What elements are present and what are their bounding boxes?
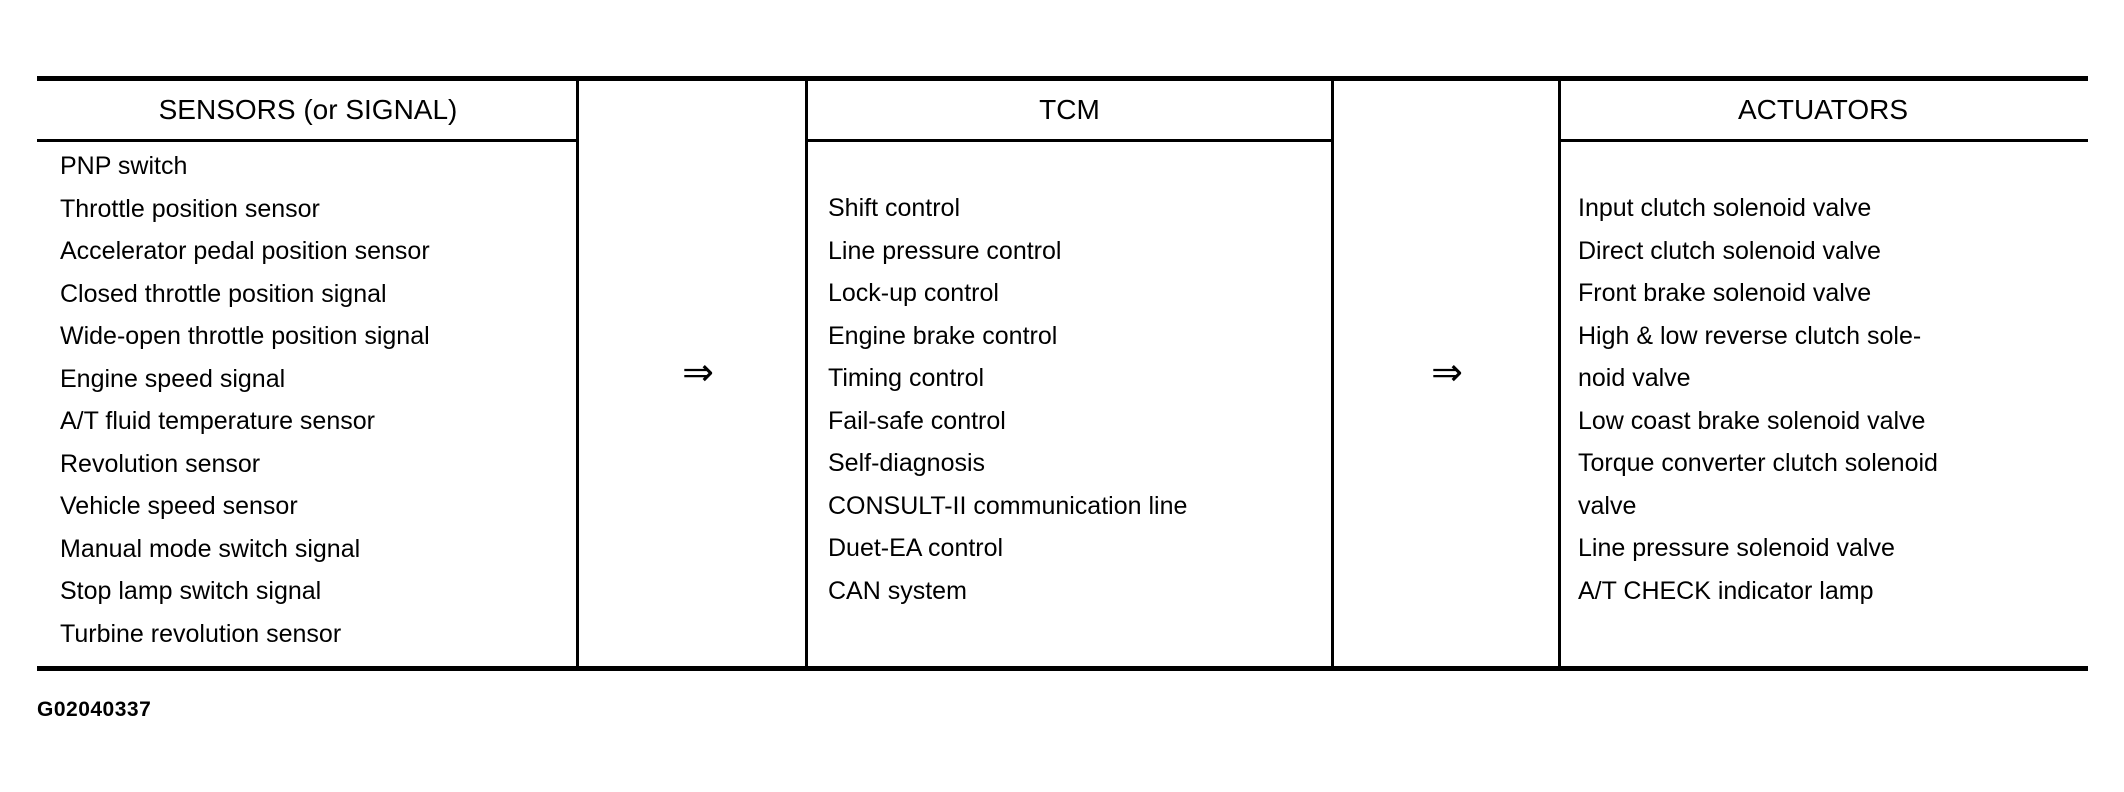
divider-actuators-left	[1558, 76, 1561, 671]
divider-tcm-right	[1331, 76, 1334, 671]
sensors-header-separator	[37, 139, 579, 142]
sensor-item: PNP switch	[60, 152, 188, 180]
tcm-item: Timing control	[828, 364, 985, 392]
table-bottom-border	[37, 666, 2088, 671]
actuator-item: Low coast brake solenoid valve	[1578, 406, 1926, 435]
tcm-item: Lock-up control	[828, 279, 999, 307]
actuator-item: valve	[1578, 491, 1637, 520]
sensor-item: Wide-open throttle position signal	[60, 322, 430, 350]
figure-id-label: G02040337	[37, 698, 152, 721]
tcm-to-actuators-arrow-icon: ⇒	[1431, 350, 1463, 394]
actuators-column-header: ACTUATORS	[1737, 94, 1909, 125]
tcm-item: Duet-EA control	[828, 534, 1004, 562]
actuator-item: High & low reverse clutch sole-	[1578, 321, 1922, 350]
actuator-item: A/T CHECK indicator lamp	[1578, 576, 1874, 605]
tcm-item: CONSULT-II communication line	[828, 491, 1188, 520]
divider-sensors-right	[576, 76, 579, 671]
tcm-item: Fail-safe control	[828, 406, 1006, 435]
tcm-item: Line pressure control	[828, 236, 1062, 265]
actuator-item: Input clutch solenoid valve	[1578, 194, 1872, 222]
divider-tcm-left	[805, 76, 808, 671]
sensor-item: Closed throttle position signal	[60, 279, 387, 308]
tcm-column-header: TCM	[1039, 94, 1100, 125]
sensors-column-header: SENSORS (or SIGNAL)	[158, 94, 458, 125]
sensor-item: Revolution sensor	[60, 449, 261, 478]
actuators-header-separator	[1558, 139, 2088, 142]
tcm-item: Shift control	[828, 194, 961, 222]
sensor-item: Engine speed signal	[60, 364, 286, 393]
tcm-item: Engine brake control	[828, 321, 1058, 350]
sensors-to-tcm-arrow-icon: ⇒	[682, 350, 714, 394]
sensor-item: Manual mode switch signal	[60, 534, 361, 563]
tcm-header-separator	[805, 139, 1334, 142]
sensor-item: Accelerator pedal position sensor	[60, 237, 430, 265]
tcm-list: Shift control Line pressure control Lock…	[828, 187, 1187, 612]
actuator-item: Torque converter clutch solenoid	[1578, 449, 1938, 477]
actuator-item: Direct clutch solenoid valve	[1578, 236, 1881, 265]
table-top-border	[37, 76, 2088, 81]
tcm-item: CAN system	[828, 576, 967, 605]
sensor-item: Vehicle speed sensor	[60, 492, 298, 520]
sensor-item: Throttle position sensor	[60, 194, 320, 223]
actuators-list: Input clutch solenoid valve Direct clutc…	[1578, 187, 1938, 612]
actuator-item: noid valve	[1578, 364, 1691, 392]
actuator-item: Line pressure solenoid valve	[1578, 534, 1895, 562]
sensor-item: Turbine revolution sensor	[60, 619, 342, 648]
tcm-item: Self-diagnosis	[828, 449, 986, 477]
sensor-item: Stop lamp switch signal	[60, 577, 322, 605]
sensor-item: A/T fluid temperature sensor	[60, 407, 375, 435]
actuator-item: Front brake solenoid valve	[1578, 279, 1872, 307]
sensors-list: PNP switch Throttle position sensor Acce…	[60, 145, 430, 655]
